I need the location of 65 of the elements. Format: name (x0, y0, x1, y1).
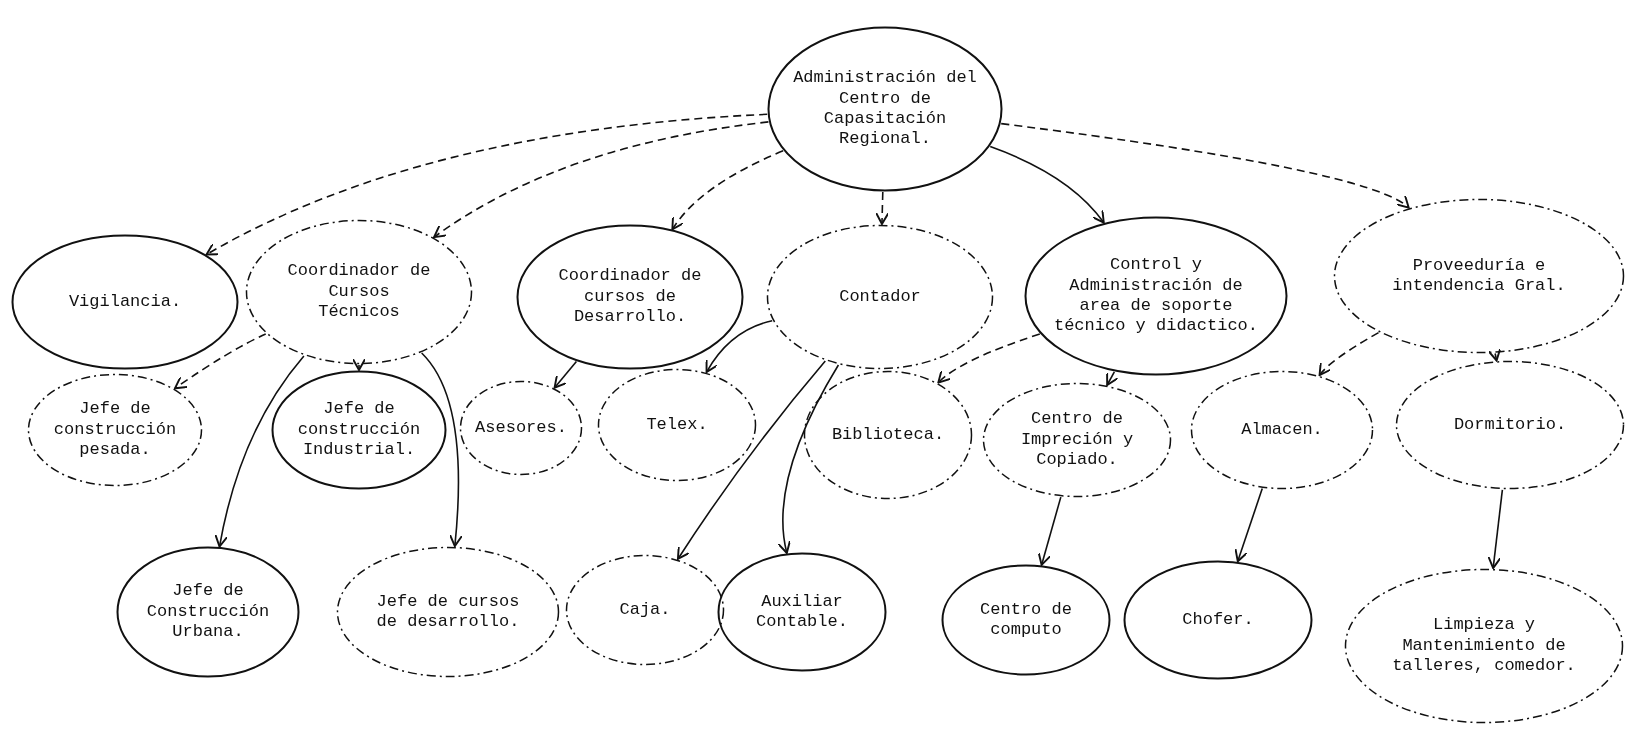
node-label: Vigilancia. (67, 291, 183, 313)
ellipse-node (597, 368, 757, 482)
node-label: Caja. (618, 599, 672, 621)
ellipse-node (1333, 198, 1625, 354)
ellipse-node (245, 219, 473, 365)
node-label: Chofer. (1181, 609, 1255, 631)
node-label: Proveeduría e intendencia Gral. (1391, 255, 1567, 297)
node-label: Auxiliar Contable. (755, 591, 849, 633)
ellipse-node (459, 380, 583, 476)
arrow (1037, 496, 1062, 566)
node-label: Jefe de cursos de desarrollo. (375, 591, 521, 633)
ellipse-node (1190, 370, 1374, 490)
node-label: Contador (838, 286, 922, 308)
node-label: Limpieza y Mantenimiento de talleres, comedor. (1391, 615, 1577, 677)
ellipse-node (1024, 216, 1288, 376)
node-label: Administración del Centro de Capasitación Regional. (792, 68, 978, 150)
ellipse-node (982, 382, 1172, 498)
arrow (875, 191, 890, 225)
arrow (553, 360, 578, 389)
arrow (777, 364, 840, 554)
ellipse-node (1395, 360, 1625, 490)
arrow (214, 355, 305, 548)
node-label: Jefe de construcción Industrial. (296, 399, 422, 461)
arrow (174, 333, 267, 390)
node-label: Asesores. (474, 417, 568, 439)
arrow (205, 113, 769, 256)
arrow (1000, 122, 1410, 209)
node-label: Biblioteca. (830, 424, 946, 446)
node-label: Jefe de construcción pesada. (52, 399, 178, 461)
arrow (676, 360, 827, 560)
ellipse-node (271, 370, 447, 490)
node-label: Dormitorio. (1452, 414, 1568, 436)
arrow (705, 319, 773, 373)
arrow (937, 333, 1041, 384)
arrow (671, 150, 784, 231)
arrow (420, 352, 463, 548)
ellipse-node (11, 234, 239, 370)
arrow (1234, 487, 1264, 563)
ellipse-node (516, 224, 744, 370)
node-label: Centro de computo (979, 599, 1073, 641)
ellipse-node (565, 554, 725, 666)
arrow (433, 121, 770, 239)
node-label: Telex. (645, 414, 709, 436)
node-label: Coordinador de Cursos Técnicos (286, 261, 432, 323)
arrow (1106, 371, 1119, 386)
ellipse-node (1123, 560, 1313, 680)
node-label: Jefe de Construcción Urbana. (145, 581, 271, 643)
ellipse-node (766, 224, 994, 370)
ellipse-node (941, 564, 1111, 676)
ellipse-node (717, 552, 887, 672)
ellipse-node (27, 373, 203, 487)
arrow (1487, 347, 1502, 362)
node-label: Almacen. (1240, 419, 1324, 441)
arrow (352, 358, 366, 371)
arrow (1487, 489, 1504, 570)
ellipse-node (1344, 568, 1624, 724)
ellipse-node (116, 546, 300, 678)
node-label: Control y Administración de area de soporte técnico y didactico. (1052, 255, 1259, 337)
arrow (1318, 331, 1380, 377)
ellipse-node (336, 546, 560, 678)
arrow (989, 145, 1105, 224)
ellipse-node (803, 370, 973, 500)
node-label: Coordinador de cursos de Desarrollo. (557, 266, 703, 328)
ellipse-node (767, 26, 1003, 192)
node-label: Centro de Impreción y Copiado. (1019, 409, 1135, 471)
